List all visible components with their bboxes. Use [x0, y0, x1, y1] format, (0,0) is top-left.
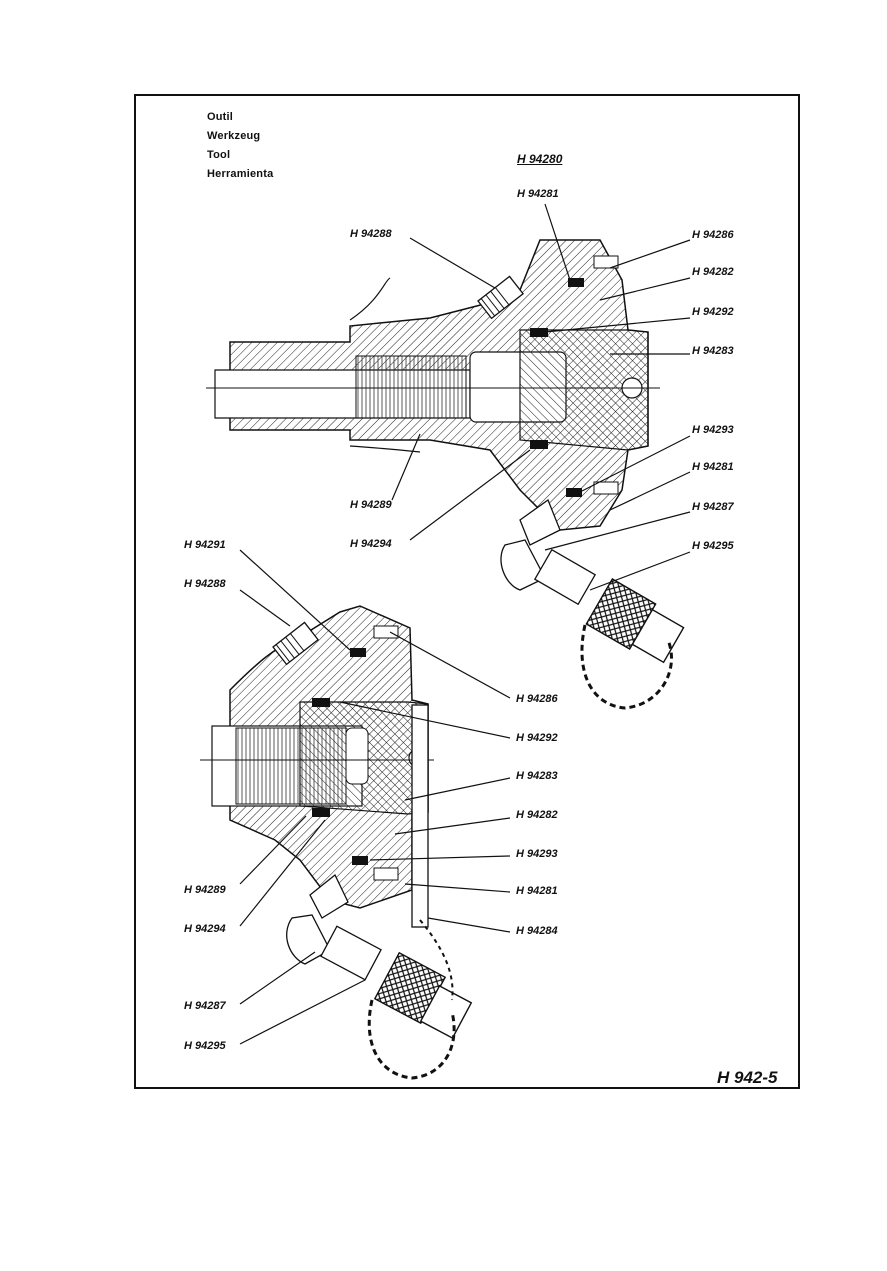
language-en: Tool	[207, 149, 231, 161]
upper-thread	[355, 355, 467, 419]
lower-screw-h94288	[272, 621, 319, 666]
language-list: Outil Werkzeug Tool Herramienta	[207, 108, 273, 184]
leader-lines	[239, 203, 691, 1045]
lower-label-3: H 94286	[516, 693, 558, 705]
lower-coupling	[286, 873, 473, 1080]
lower-seal-2	[312, 698, 330, 707]
language-fr: Outil	[207, 111, 234, 123]
upper-screw-h94288	[477, 275, 524, 320]
upper-coupling	[500, 498, 685, 710]
upper-seal-4	[566, 488, 582, 497]
upper-pin-bottom	[593, 481, 619, 495]
upper-piston	[519, 329, 649, 451]
upper-label-8: H 94281	[692, 461, 734, 473]
upper-label-3: H 94286	[692, 229, 734, 241]
lower-label-12: H 94287	[184, 1000, 226, 1012]
upper-seal-2	[530, 328, 548, 337]
lower-label-9: H 94284	[516, 925, 558, 937]
lower-label-4: H 94292	[516, 732, 558, 744]
upper-label-6: H 94283	[692, 345, 734, 357]
figure-code: H 942-5	[717, 1068, 778, 1087]
upper-label-9: H 94287	[692, 501, 734, 513]
lower-label-11: H 94294	[184, 923, 226, 935]
lower-label-7: H 94293	[516, 848, 558, 860]
upper-label-12: H 94294	[350, 538, 392, 550]
lower-label-8: H 94281	[516, 885, 558, 897]
lower-label-6: H 94282	[516, 809, 558, 821]
lower-label-2: H 94288	[184, 578, 226, 590]
upper-label-10: H 94295	[692, 540, 734, 552]
upper-pin-top	[593, 255, 619, 269]
lower-plate-h94284	[411, 704, 429, 928]
upper-label-2: H 94288	[350, 228, 392, 240]
upper-label-1: H 94281	[517, 188, 559, 200]
upper-seal-1	[568, 278, 584, 287]
upper-seal-3	[530, 440, 548, 449]
upper-label-4: H 94282	[692, 266, 734, 278]
language-de: Werkzeug	[207, 130, 261, 142]
upper-assembly	[206, 239, 685, 710]
lower-label-10: H 94289	[184, 884, 226, 896]
upper-label-5: H 94292	[692, 306, 734, 318]
language-es: Herramienta	[207, 168, 274, 180]
lower-assembly	[200, 605, 473, 1080]
lower-seal-3	[312, 808, 330, 817]
lower-seal-1	[350, 648, 366, 657]
upper-label-11: H 94289	[350, 499, 392, 511]
lower-label-5: H 94283	[516, 770, 558, 782]
drawing-frame	[134, 94, 800, 1089]
lower-label-1: H 94291	[184, 539, 226, 551]
lower-seal-4	[352, 856, 368, 865]
assembly-title: H 94280	[517, 152, 563, 166]
lower-label-13: H 94295	[184, 1040, 226, 1052]
upper-label-7: H 94293	[692, 424, 734, 436]
